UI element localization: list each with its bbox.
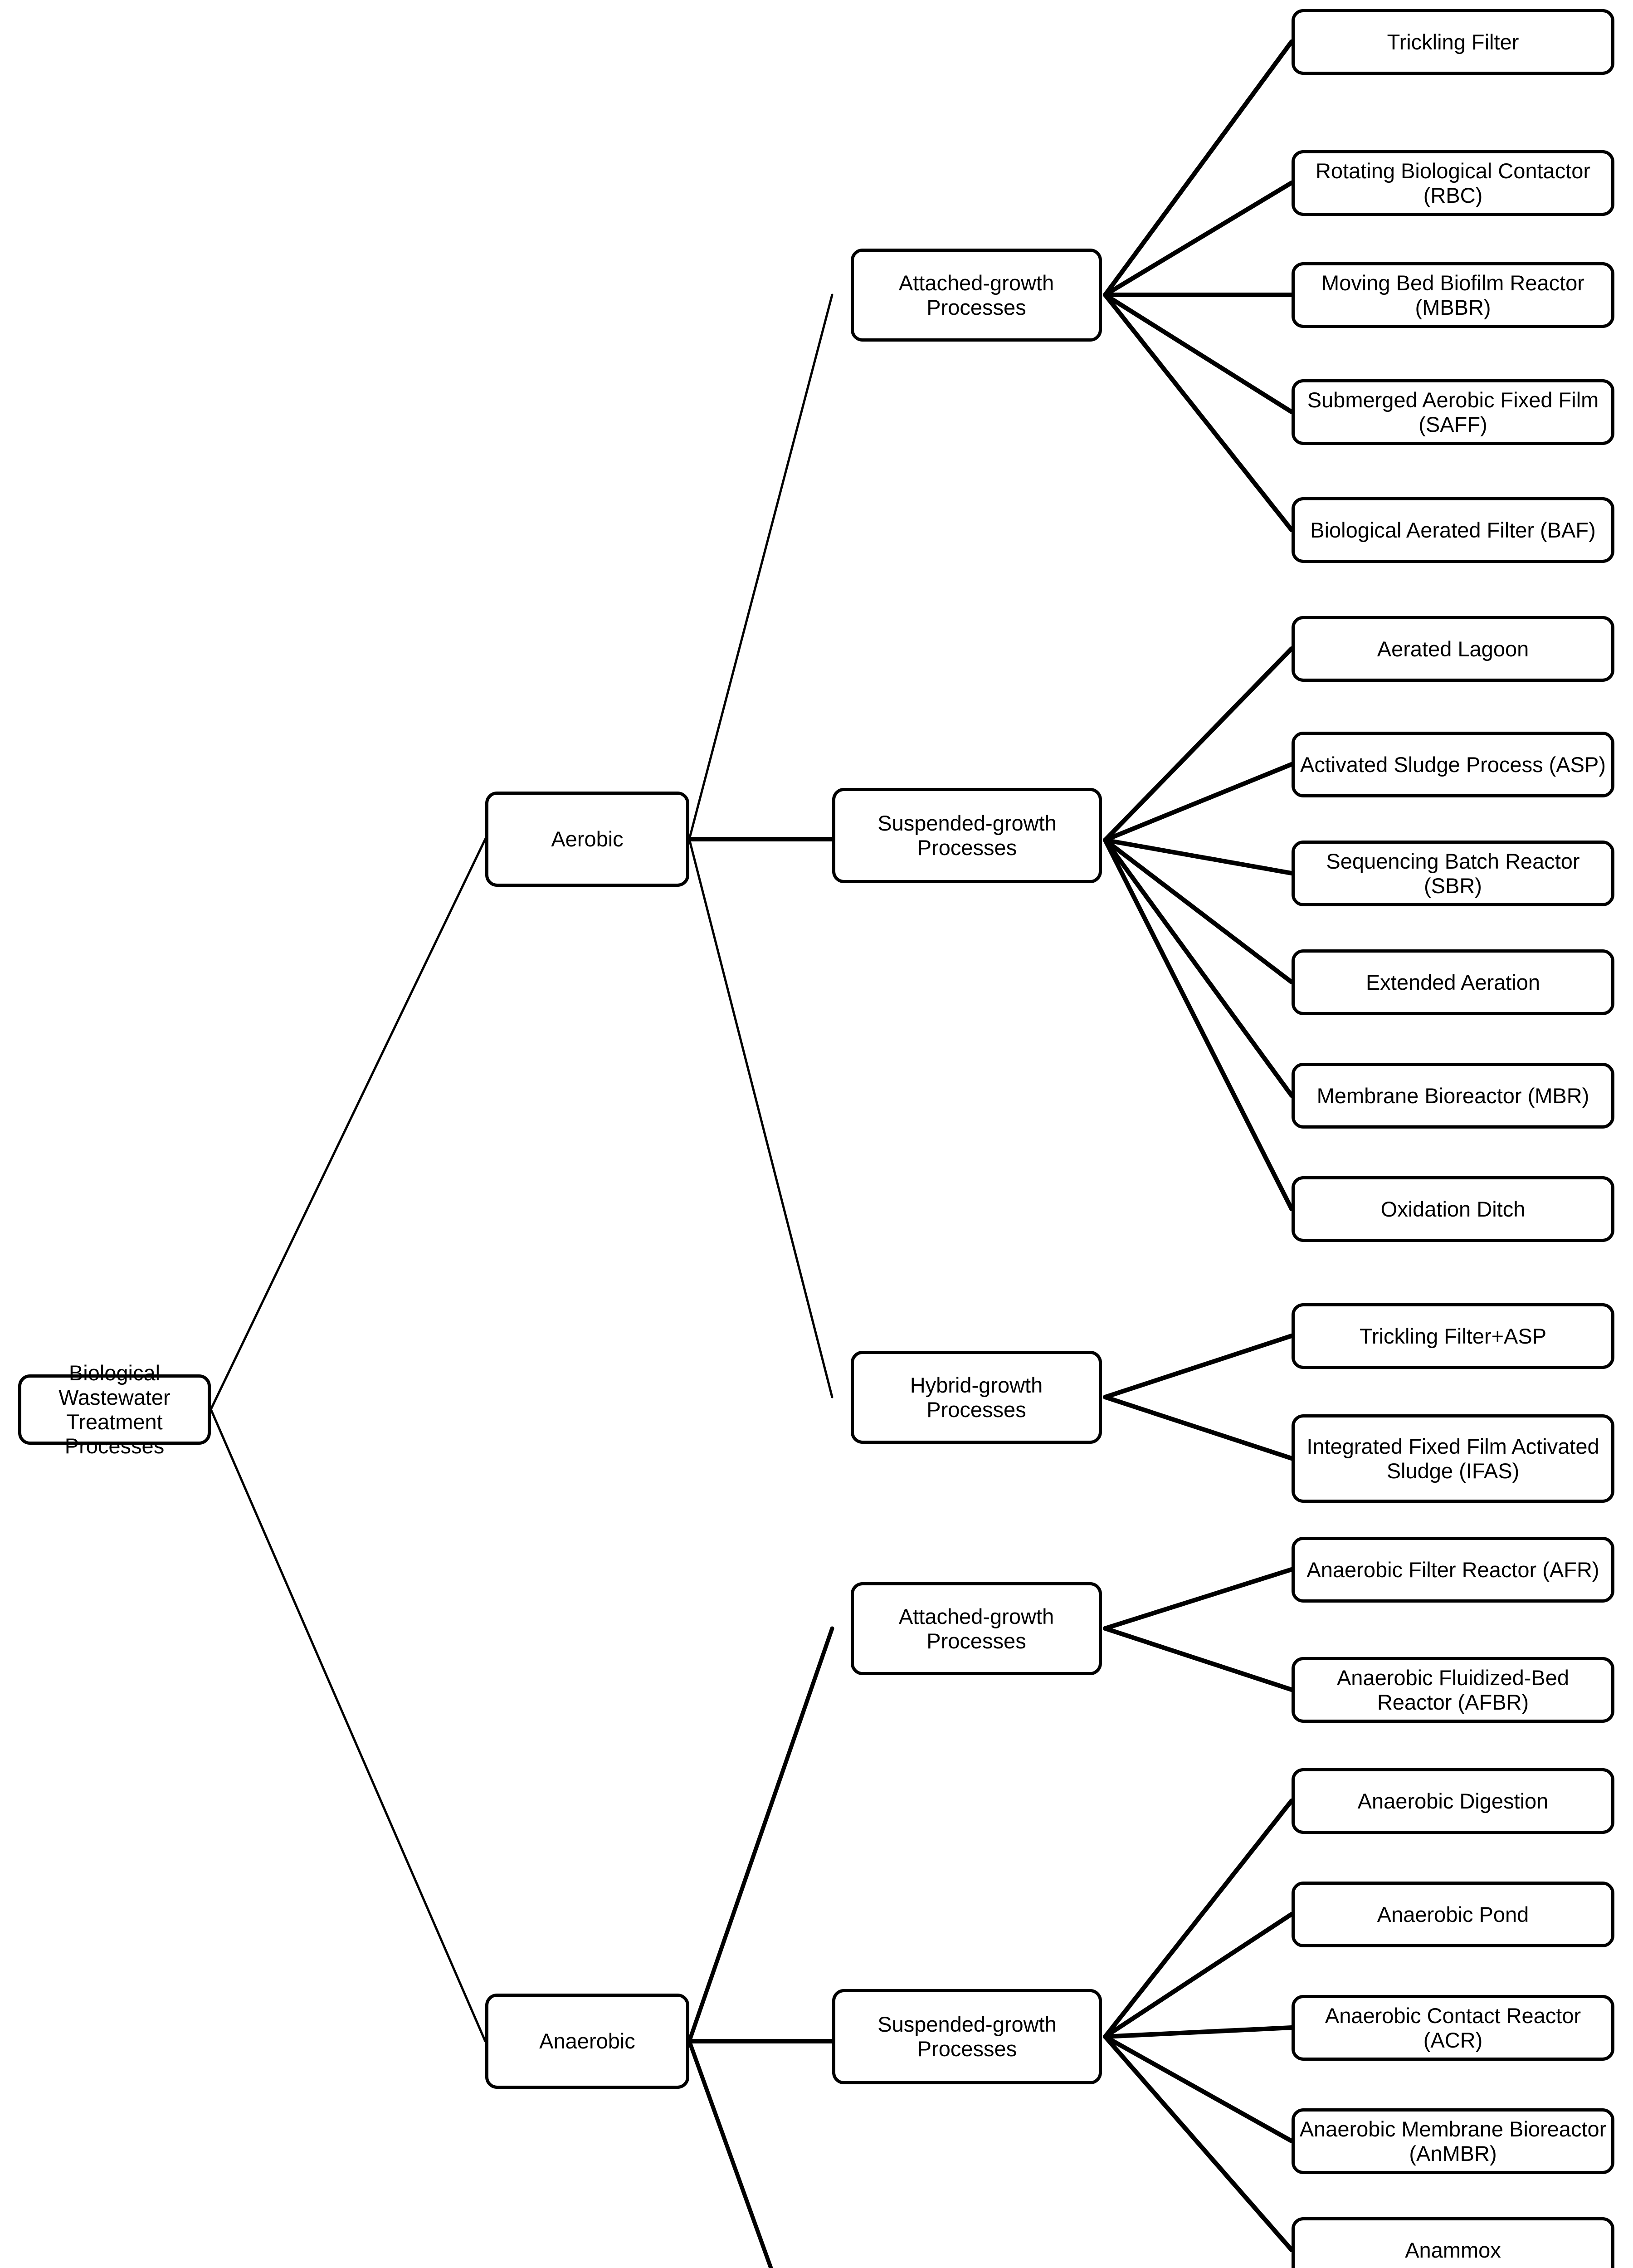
leaf-node[interactable]: Oxidation Ditch	[1292, 1176, 1614, 1242]
leaf-label: Oxidation Ditch	[1380, 1197, 1526, 1221]
edge-leaf-20	[1103, 2034, 1294, 2252]
edge-leaf-8	[1103, 838, 1294, 875]
leaf-label: Anaerobic Contact Reactor (ACR)	[1325, 2003, 1581, 2052]
leaf-node[interactable]: Membrane Bioreactor (MBR)	[1292, 1063, 1614, 1129]
leaf-node[interactable]: Anaerobic Fluidized-Bed Reactor (AFBR)	[1292, 1657, 1614, 1723]
leaf-node[interactable]: Trickling Filter	[1292, 9, 1614, 75]
leaf-node[interactable]: Rotating Biological Contactor (RBC)	[1292, 150, 1614, 216]
edge-leaf-17	[1103, 1912, 1294, 2039]
node-anaerobic[interactable]: Anaerobic	[485, 1994, 689, 2089]
edge-leaf-15	[1103, 1626, 1294, 1692]
leaf-node[interactable]: Anaerobic Filter Reactor (AFR)	[1292, 1537, 1614, 1603]
edge-leaf-16	[1103, 1799, 1294, 2039]
leaf-label: Anaerobic Fluidized-Bed Reactor (AFBR)	[1336, 1665, 1570, 1714]
edge-leaf-18	[1103, 2025, 1294, 2039]
node-anaerobic-label: Anaerobic	[539, 2029, 635, 2053]
leaf-label: Trickling Filter+ASP	[1359, 1324, 1547, 1348]
leaf-label: Anaerobic Digestion	[1357, 1789, 1549, 1813]
node-anaerobic-attached-growth-label: Attached-growth Processes	[898, 1604, 1054, 1653]
edge-leaf-13	[1103, 1395, 1294, 1461]
edge-leaf-9	[1103, 838, 1294, 984]
node-root[interactable]: Biological Wastewater Treatment Processe…	[18, 1361, 211, 1458]
leaf-node[interactable]: Moving Bed Biofilm Reactor (MBBR)	[1292, 262, 1614, 328]
node-anaerobic-suspended-growth-label: Suspended-growth Processes	[877, 2012, 1057, 2061]
leaf-node[interactable]: Aerated Lagoon	[1292, 616, 1614, 682]
leaf-label: Rotating Biological Contactor (RBC)	[1315, 158, 1591, 207]
leaf-label: Trickling Filter	[1387, 29, 1519, 54]
leaf-label: Anammox	[1405, 2238, 1501, 2262]
edge-leaf-1	[1103, 39, 1294, 297]
leaf-label: Aerated Lagoon	[1377, 636, 1529, 661]
node-root-label: Biological Wastewater Treatment Processe…	[58, 1361, 171, 1458]
node-aerobic-suspended-growth-label: Suspended-growth Processes	[877, 811, 1057, 860]
node-aerobic-label: Aerobic	[551, 827, 624, 851]
edge-anaerobic-attached	[687, 1626, 834, 2043]
leaf-node[interactable]: Submerged Aerobic Fixed Film (SAFF)	[1292, 379, 1614, 445]
leaf-label: Anaerobic Filter Reactor (AFR)	[1306, 1557, 1599, 1582]
leaf-node[interactable]: Anaerobic Membrane Bioreactor (AnMBR)	[1292, 2108, 1614, 2174]
node-anaerobic-attached-growth[interactable]: Attached-growth Processes	[851, 1582, 1102, 1675]
edge-aerobic-attached	[688, 293, 834, 841]
leaf-node[interactable]: Trickling Filter+ASP	[1292, 1303, 1614, 1369]
leaf-node[interactable]: Integrated Fixed Film Activated Sludge (…	[1292, 1414, 1614, 1503]
leaf-label: Anaerobic Pond	[1377, 1902, 1529, 1926]
edge-leaf-6	[1103, 646, 1294, 842]
node-aerobic-attached-growth-label: Attached-growth Processes	[898, 270, 1054, 319]
leaf-node[interactable]: Sequencing Batch Reactor (SBR)	[1292, 841, 1614, 906]
leaf-label: Extended Aeration	[1365, 970, 1540, 994]
leaf-node[interactable]: Anammox	[1292, 2217, 1614, 2268]
edge-anaerobic-hybrid	[687, 2039, 773, 2268]
leaf-node[interactable]: Anaerobic Contact Reactor (ACR)	[1292, 1995, 1614, 2061]
leaf-label: Moving Bed Biofilm Reactor (MBBR)	[1321, 270, 1584, 319]
edge-leaf-11	[1103, 838, 1294, 1211]
edge-leaf-10	[1103, 838, 1294, 1098]
edge-leaf-14	[1103, 1567, 1294, 1631]
leaf-node[interactable]: Activated Sludge Process (ASP)	[1292, 732, 1614, 797]
edge-leaf-7	[1103, 762, 1294, 842]
leaf-label: Biological Aerated Filter (BAF)	[1310, 518, 1596, 542]
leaf-label: Activated Sludge Process (ASP)	[1300, 752, 1606, 777]
edge-root-anaerobic	[210, 1408, 487, 2043]
node-anaerobic-suspended-growth[interactable]: Suspended-growth Processes	[832, 1989, 1102, 2084]
node-aerobic-hybrid-growth-label: Hybrid-growth Processes	[910, 1373, 1043, 1422]
node-aerobic-hybrid-growth[interactable]: Hybrid-growth Processes	[851, 1351, 1102, 1444]
node-aerobic[interactable]: Aerobic	[485, 792, 689, 887]
leaf-label: Submerged Aerobic Fixed Film (SAFF)	[1307, 387, 1599, 436]
edge-leaf-4	[1103, 293, 1294, 414]
leaf-node[interactable]: Anaerobic Digestion	[1292, 1768, 1614, 1834]
edge-leaf-12	[1103, 1334, 1294, 1399]
leaf-label: Integrated Fixed Film Activated Sludge (…	[1306, 1434, 1599, 1483]
edge-leaf-2	[1103, 181, 1294, 297]
leaf-label: Membrane Bioreactor (MBR)	[1316, 1083, 1589, 1108]
edge-leaf-19	[1103, 2034, 1294, 2143]
leaf-node[interactable]: Anaerobic Pond	[1292, 1882, 1614, 1947]
leaf-node[interactable]: Extended Aeration	[1292, 949, 1614, 1015]
leaf-label: Sequencing Batch Reactor (SBR)	[1326, 849, 1580, 898]
leaf-label: Anaerobic Membrane Bioreactor (AnMBR)	[1299, 2116, 1607, 2165]
edge-aerobic-hybrid	[688, 838, 834, 1398]
edge-leaf-5	[1103, 293, 1294, 532]
node-aerobic-suspended-growth[interactable]: Suspended-growth Processes	[832, 788, 1102, 883]
leaf-node[interactable]: Biological Aerated Filter (BAF)	[1292, 497, 1614, 563]
edge-root-aerobic	[210, 838, 487, 1411]
node-aerobic-attached-growth[interactable]: Attached-growth Processes	[851, 249, 1102, 342]
